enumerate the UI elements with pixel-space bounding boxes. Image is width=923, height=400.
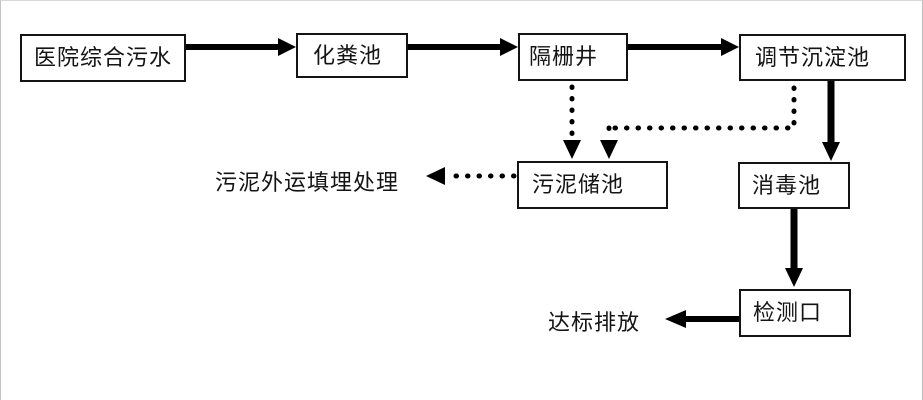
node-label: 检测口 (753, 300, 823, 325)
node-label: 消毒池 (752, 172, 822, 198)
node-regulating-sedimentation-tank: 调节沉淀池 (739, 34, 906, 81)
arrow-disinfect-to-detection (785, 209, 803, 287)
node-hospital-sewage: 医院综合污水 (20, 34, 186, 82)
node-label: 污泥储池 (532, 172, 625, 197)
node-septic-tank: 化粪池 (296, 33, 408, 78)
arrow-regulating-to-disinfect (822, 81, 840, 161)
node-detection-port: 检测口 (739, 289, 851, 337)
arrow-septic-to-gridwell (408, 38, 518, 56)
node-label: 化粪池 (313, 42, 383, 68)
arrow-regulating-to-sludge-dotted (600, 85, 797, 159)
arrow-hospital-to-septic (186, 38, 296, 56)
node-label: 隔栅井 (529, 44, 599, 69)
arrow-sludge-to-disposal-dotted (426, 167, 517, 185)
node-label: 医院综合污水 (34, 45, 173, 70)
node-grid-well: 隔栅井 (518, 33, 628, 81)
arrow-gridwell-to-regulating (628, 38, 739, 56)
arrow-gridwell-to-sludge-dotted (563, 84, 581, 159)
label-sludge-disposal: 污泥外运填埋处理 (215, 170, 400, 195)
arrow-detection-to-discharge (665, 310, 739, 328)
node-label: 调节沉淀池 (755, 44, 871, 70)
label-discharge: 达标排放 (548, 310, 641, 335)
node-sludge-storage-tank: 污泥储池 (517, 161, 668, 209)
node-disinfection-tank: 消毒池 (738, 162, 850, 209)
